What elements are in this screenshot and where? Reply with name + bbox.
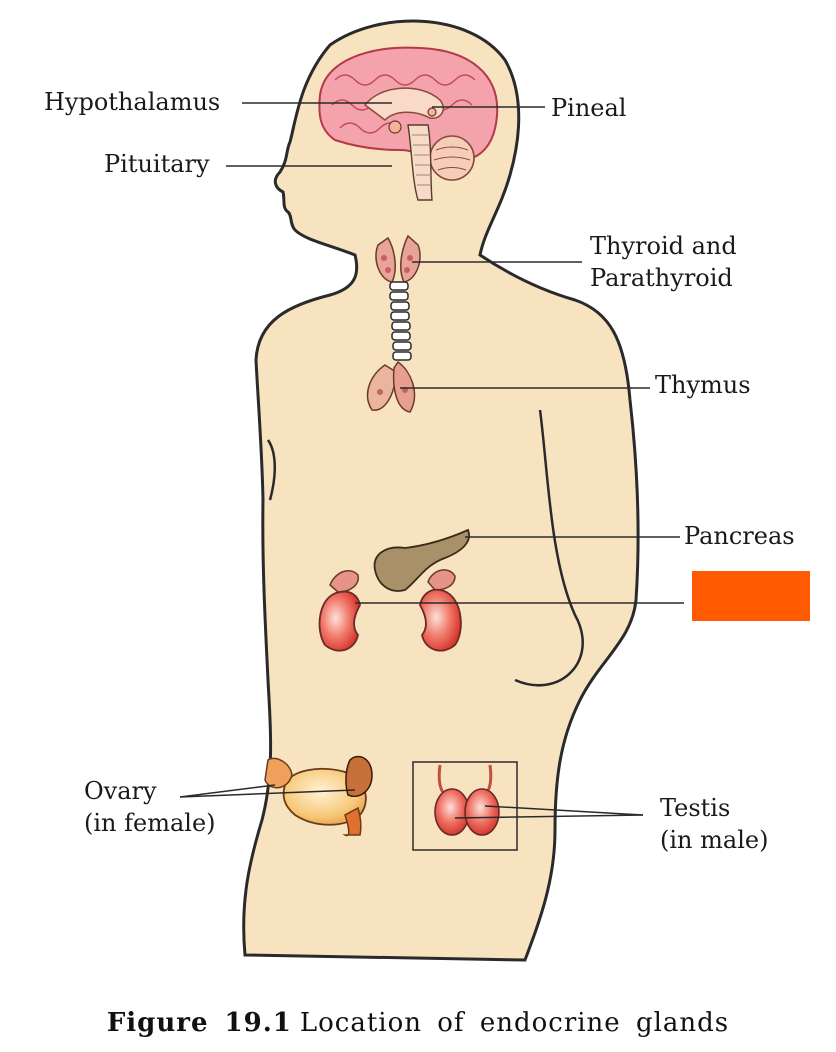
label-pituitary: Pituitary (104, 150, 210, 178)
label-thyroid-line2: Parathyroid (590, 264, 733, 292)
leader-testis-b (454, 814, 644, 819)
label-thyroid-line1: Thyroid and (590, 232, 737, 260)
label-testis-line2: (in male) (660, 826, 769, 854)
thymus-gland (366, 360, 416, 413)
label-ovary-line2: (in female) (84, 809, 216, 837)
leader-lines (179, 102, 684, 819)
ovary-organ (264, 755, 373, 837)
redacted-label-box (692, 571, 810, 621)
figure-number: Figure 19.1 (106, 1008, 292, 1038)
thyroid-gland (375, 234, 421, 283)
body-silhouette (242, 19, 640, 962)
left-kidney (318, 570, 361, 652)
label-hypothalamus: Hypothalamus (44, 88, 221, 116)
pancreas-gland (373, 528, 470, 592)
leader-ovary-a (179, 784, 276, 798)
label-testis-line1: Testis (660, 794, 731, 822)
figure-caption-text: Location of endocrine glands (299, 1008, 730, 1038)
leader-ovary-b (179, 789, 356, 798)
testis-organ (434, 764, 500, 836)
armpit-contour (266, 439, 276, 501)
right-kidney (419, 569, 462, 652)
leader-testis-a (484, 805, 644, 816)
label-pancreas: Pancreas (684, 522, 795, 550)
label-pineal: Pineal (551, 94, 627, 122)
brain (318, 46, 499, 201)
label-thymus: Thymus (655, 371, 751, 399)
label-ovary-line1: Ovary (84, 777, 157, 805)
testis-inset-box (412, 761, 518, 851)
trachea (389, 281, 412, 361)
arm-contour (514, 409, 584, 687)
